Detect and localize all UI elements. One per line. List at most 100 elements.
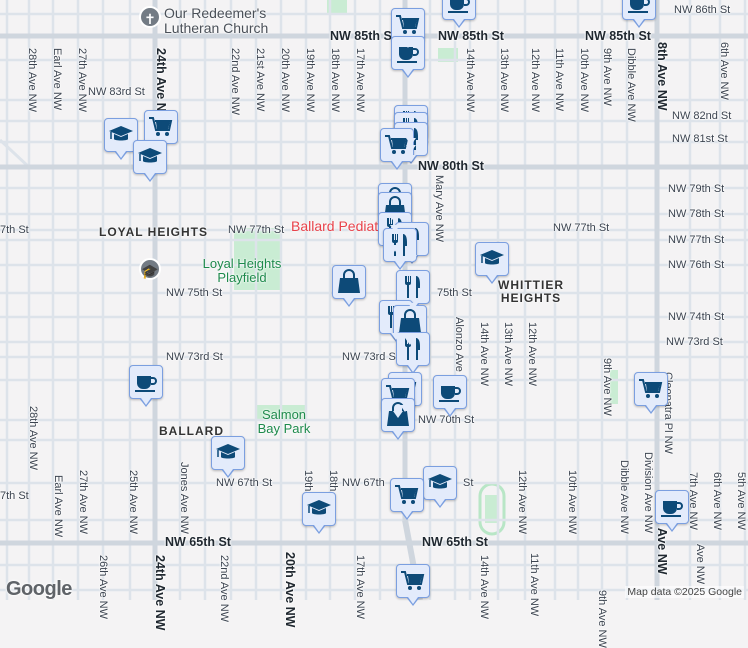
map-attribution[interactable]: Map data ©2025 Google: [625, 586, 744, 598]
street-label: 6th Ave NW: [711, 472, 723, 530]
pediatrics-label[interactable]: Ballard Pediat: [291, 218, 379, 234]
street-label: 14th Ave NW: [478, 555, 490, 619]
school-icon: [138, 148, 162, 163]
cart-icon: [396, 15, 420, 34]
cart-marker[interactable]: [634, 372, 668, 414]
street-label: 19th: [302, 470, 314, 492]
street-label: NW 73rd St: [166, 351, 223, 363]
playfield-label[interactable]: Loyal Heights Playfield: [202, 256, 282, 285]
street-label: 12th Ave NW: [529, 48, 541, 112]
park-area: [234, 228, 282, 290]
street-label: 27th Ave NW: [77, 470, 89, 534]
cup-icon: [628, 0, 650, 13]
street-label: 22nd Ave NW: [229, 48, 241, 116]
neighborhood-label: WHITTIER HEIGHTS: [498, 278, 564, 305]
cart-icon: [149, 117, 173, 136]
street-label: 21st Ave NW: [254, 48, 266, 112]
park-area: [438, 48, 458, 62]
street-label: 75th St: [437, 287, 472, 299]
school-marker[interactable]: [302, 492, 336, 534]
cart-icon: [395, 485, 419, 504]
bag-marker[interactable]: [332, 265, 366, 307]
cup-marker[interactable]: [442, 0, 476, 28]
cup-marker[interactable]: [655, 490, 689, 532]
salmon-bay-park-label[interactable]: Salmon Bay Park: [257, 407, 311, 436]
street-label: Dibble Ave NW: [618, 460, 630, 534]
street-label: Mary Ave NW: [433, 175, 445, 243]
street-label: 17th Ave NW: [354, 48, 366, 112]
cart-marker[interactable]: [144, 110, 178, 152]
street: [0, 138, 32, 170]
street-label: 28th Ave NW: [26, 48, 38, 112]
cart-marker[interactable]: [396, 564, 430, 606]
street-label: NW 83rd St: [88, 86, 145, 98]
park-area: [610, 370, 618, 404]
church-label[interactable]: Our Redeemer's Lutheran Church: [164, 5, 269, 36]
street-label: 17th Ave NW: [354, 555, 366, 619]
church-icon[interactable]: ✝: [139, 6, 161, 28]
bag-icon: [338, 269, 360, 293]
cup-icon: [397, 47, 419, 63]
street-label: St: [463, 477, 474, 489]
school-marker[interactable]: [211, 436, 245, 478]
street-label: 9th Ave NW: [596, 590, 608, 648]
street-label: 18th Ave NW: [329, 48, 341, 112]
street-label: Earl Ave NW: [52, 475, 64, 538]
street-label: NW 79th St: [668, 183, 725, 195]
street-label: 27th Ave NW: [76, 48, 88, 112]
cup-marker[interactable]: [129, 365, 163, 407]
school-icon: [109, 126, 133, 141]
street-label: NW 77th St: [553, 222, 610, 234]
neighborhood-label: BALLARD: [159, 424, 224, 438]
street-label: NW 85th St: [438, 29, 504, 43]
street-label: NW 75th St: [166, 287, 223, 299]
street-label: 14th Ave NW: [464, 48, 476, 112]
bag-icon: [399, 309, 421, 333]
street-label: NW 77th St: [668, 234, 725, 246]
street-label: NW 86th St: [674, 4, 731, 16]
street-label: 8th Ave NW: [655, 42, 669, 111]
park-area: [327, 0, 347, 14]
school-marker[interactable]: [475, 242, 509, 284]
street-label: 11th Ave NW: [528, 553, 540, 617]
restaurant-icon: [405, 276, 420, 298]
street-label: 7th St: [0, 224, 29, 236]
cup-marker[interactable]: [391, 36, 425, 78]
street-label: 22nd Ave NW: [218, 555, 230, 623]
street-label: NW 73rd St: [666, 336, 723, 348]
street-label: 10th Ave NW: [566, 470, 578, 534]
street-label: NW 74th St: [668, 311, 725, 323]
street-label: NW 81st St: [672, 133, 728, 145]
street-label: NW 80th St: [418, 159, 484, 173]
school-marker[interactable]: [104, 118, 138, 160]
street-label: NW 67th: [342, 477, 385, 489]
street-label: 11th Ave NW: [553, 48, 565, 112]
school-marker[interactable]: [423, 466, 457, 508]
street-label: NW 65th St: [422, 535, 488, 549]
cart-icon: [401, 571, 425, 590]
cart-marker[interactable]: [390, 478, 424, 520]
cup-marker[interactable]: [433, 375, 467, 417]
street-label: 7th St: [0, 490, 29, 502]
bag-marker[interactable]: [381, 398, 415, 440]
street-label: NW 77th St: [228, 224, 285, 236]
street-label: 10th Ave NW: [578, 48, 590, 112]
map-canvas[interactable]: [0, 0, 748, 600]
street-label: 9th Ave NW: [601, 358, 613, 416]
street-label: Ave NW: [694, 544, 706, 585]
restaurant-marker[interactable]: [396, 270, 430, 312]
google-logo: Google: [6, 578, 72, 600]
street-label: 20th Ave NW: [279, 48, 291, 112]
school-icon[interactable]: 🎓: [139, 258, 161, 280]
cup-icon: [448, 0, 470, 13]
street-label: 25th Ave NW: [127, 470, 139, 534]
cup-icon: [135, 376, 157, 392]
cart-marker[interactable]: [391, 8, 425, 50]
cup-icon: [439, 386, 461, 402]
street-label: NW 85th St: [330, 29, 396, 43]
cup-marker[interactable]: [622, 0, 656, 28]
neighborhood-label: LOYAL HEIGHTS: [99, 225, 209, 239]
street-label: NW 73rd S: [342, 351, 396, 363]
street-label: 18th: [327, 470, 339, 492]
street-label: 26th Ave NW: [97, 555, 109, 619]
